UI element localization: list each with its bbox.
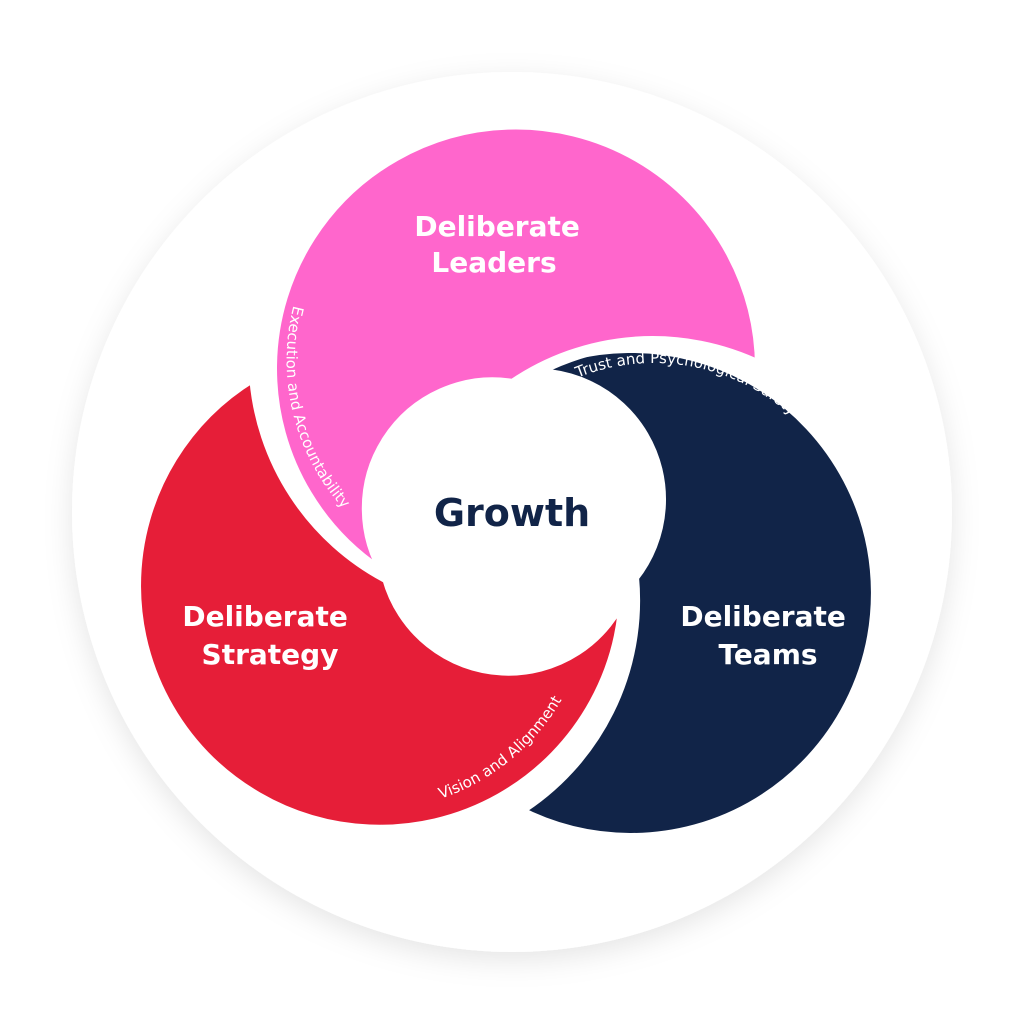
teams-title-line1: Deliberate	[680, 600, 846, 633]
center-label: Growth	[434, 491, 590, 535]
strategy-segment[interactable]	[129, 369, 631, 837]
leaders-title-line1: Deliberate	[414, 210, 580, 243]
strategy-title-line2: Strategy	[202, 638, 339, 671]
strategy-title: Deliberate Strategy	[182, 600, 357, 671]
leaders-segment[interactable]	[265, 117, 767, 584]
leaders-title-line2: Leaders	[431, 246, 556, 279]
teams-title: Deliberate Teams	[680, 600, 855, 671]
teams-segment[interactable]	[509, 341, 883, 845]
teams-title-line2: Teams	[718, 638, 817, 671]
leaders-title: Deliberate Leaders	[414, 210, 589, 279]
strategy-title-line1: Deliberate	[182, 600, 348, 633]
